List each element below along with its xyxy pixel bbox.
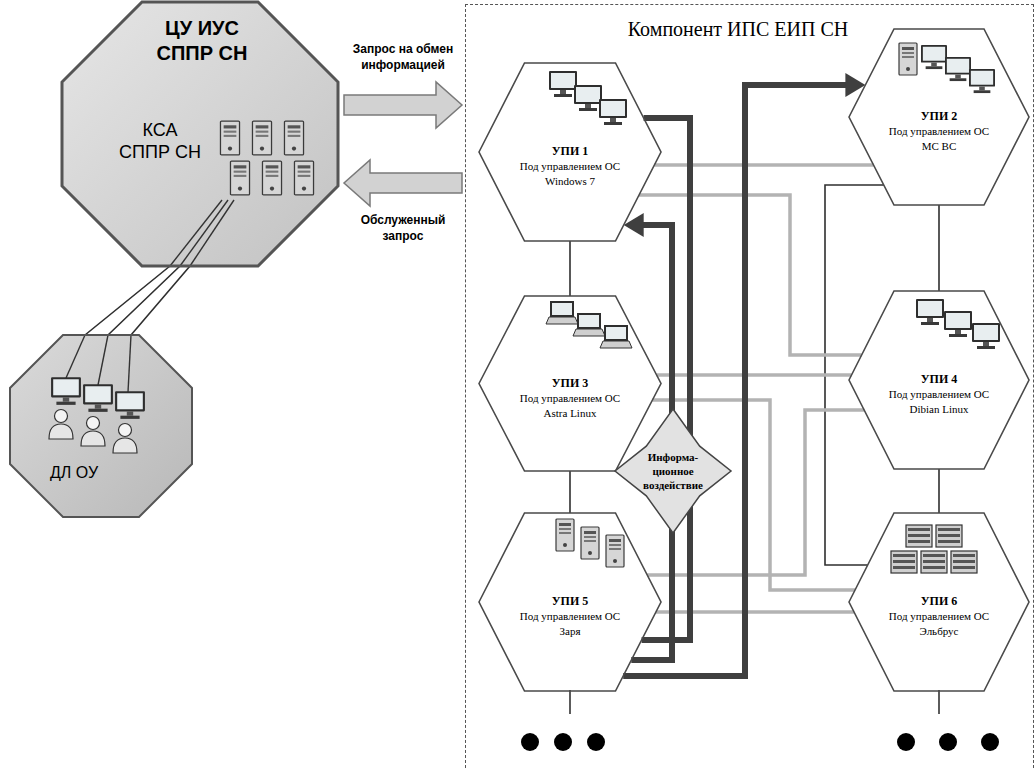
os-caption: Под управлением ОС Dibian Linux	[879, 387, 999, 417]
control-center-octagon: ЦУ ИУС СППР СН КСА СППР СН	[62, 2, 338, 266]
outline-shape	[62, 2, 338, 266]
hex-text-slot: УПИ 1Под управлением ОС Windows 7	[509, 143, 631, 189]
edge-label-slot: Запрос на обмен информацией	[345, 42, 461, 73]
outline-shape	[849, 29, 1029, 205]
os-caption: Под управлением ОС Windows 7	[509, 159, 631, 189]
unit-hexagon: УПИ 2Под управлением ОС МС ВС	[849, 29, 1029, 205]
arrow-head	[624, 213, 644, 237]
link-line	[569, 471, 571, 513]
hex-text-slot: УПИ 3Под управлением ОС Astra Linux	[509, 375, 631, 421]
server-icons	[220, 121, 313, 195]
os-caption: Под управлением ОС Заря	[509, 609, 631, 639]
operator-icons	[49, 377, 145, 453]
outline-shape	[849, 291, 1029, 469]
route-line	[623, 73, 865, 676]
text-slot: Информа- ционное воздействие	[636, 450, 710, 492]
edge-label: Запрос на обмен информацией	[345, 42, 461, 73]
impact-star: Информа- ционное воздействие	[615, 409, 731, 533]
route-line	[642, 118, 690, 640]
hex-text-slot: УПИ 4Под управлением ОС Dibian Linux	[879, 371, 999, 417]
edge-label: Обслуженный запрос	[345, 213, 461, 244]
hex-text-slot: УПИ 6Под управлением ОС Эльбрус	[879, 593, 999, 639]
route-line	[642, 118, 690, 640]
request-arrow	[344, 82, 462, 128]
unit-hexagon: УПИ 6Под управлением ОС Эльбрус	[849, 513, 1029, 691]
link-line	[570, 241, 571, 296]
unit-hexagon: УПИ 1Под управлением ОС Windows 7	[479, 63, 661, 241]
link-line	[938, 205, 940, 291]
network-line	[656, 610, 854, 614]
impact-label: Информа- ционное воздействие	[636, 450, 710, 492]
text-slot: Компонент ИПС ЕИП СН	[593, 17, 883, 41]
officials-octagon: ДЛ ОУ	[10, 335, 192, 517]
link-line	[85, 266, 190, 335]
unit-hexagon: УПИ 5Под управлением ОС Заря	[479, 513, 661, 691]
outline-shape	[479, 63, 661, 241]
unit-number: УПИ 5	[509, 593, 631, 609]
center-title: ЦУ ИУС СППР СН	[142, 16, 262, 66]
unit-number: УПИ 2	[879, 108, 999, 124]
outline-shape	[10, 335, 192, 517]
os-caption: Под управлением ОС Эльбрус	[879, 609, 999, 639]
leader-lines	[66, 200, 234, 392]
network-line	[657, 375, 852, 376]
officials-fill	[10, 335, 192, 517]
region-title: Компонент ИПС ЕИП СН	[593, 17, 883, 41]
link-line	[939, 205, 940, 291]
complex-label: КСА СППР СН	[117, 120, 203, 163]
link-line	[570, 471, 571, 513]
outline-shape	[615, 409, 731, 533]
link-line	[569, 241, 571, 296]
network-line	[657, 373, 852, 377]
block-arrow-shape	[344, 160, 462, 206]
block-arrow-shape	[344, 82, 462, 128]
outline-shape	[849, 513, 1029, 691]
unit-number: УПИ 3	[509, 375, 631, 391]
node-outline	[10, 335, 192, 517]
link-lines	[85, 266, 190, 335]
route-line	[623, 85, 849, 676]
unit-number: УПИ 4	[879, 371, 999, 387]
request-arrow	[344, 160, 462, 206]
link-line	[938, 469, 940, 513]
os-caption: Под управлением ОС МС ВС	[879, 124, 999, 154]
unit-hexagon: УПИ 3Под управлением ОС Astra Linux	[479, 296, 661, 471]
hex-text-slot: УПИ 5Под управлением ОС Заря	[509, 593, 631, 639]
unit-number: УПИ 6	[879, 593, 999, 609]
continuation-lines	[570, 690, 939, 714]
link-line	[939, 469, 940, 513]
center-fill	[62, 2, 338, 266]
text-slot: ЦУ ИУС СППР СН	[142, 16, 262, 66]
unit-number: УПИ 1	[509, 143, 631, 159]
upi-icons	[546, 43, 1000, 573]
edge-label-slot: Обслуженный запрос	[345, 213, 461, 244]
unit-hexagon: УПИ 4Под управлением ОС Dibian Linux	[849, 291, 1029, 469]
hex-text-slot: УПИ 2Под управлением ОС МС ВС	[879, 108, 999, 154]
officials-label: ДЛ ОУ	[50, 463, 130, 482]
outline-shape	[479, 513, 661, 691]
continuation-dots	[521, 733, 999, 751]
arrow-head	[845, 73, 865, 97]
os-caption: Под управлением ОС Astra Linux	[509, 391, 631, 421]
component-region: Компонент ИПС ЕИП СНУПИ 1Под управлением…	[465, 4, 1034, 768]
network-line	[656, 612, 854, 613]
text-slot: КСА СППР СН	[117, 120, 203, 163]
node-outline	[62, 2, 338, 266]
text-slot: ДЛ ОУ	[50, 463, 130, 482]
outline-shape	[479, 296, 661, 471]
